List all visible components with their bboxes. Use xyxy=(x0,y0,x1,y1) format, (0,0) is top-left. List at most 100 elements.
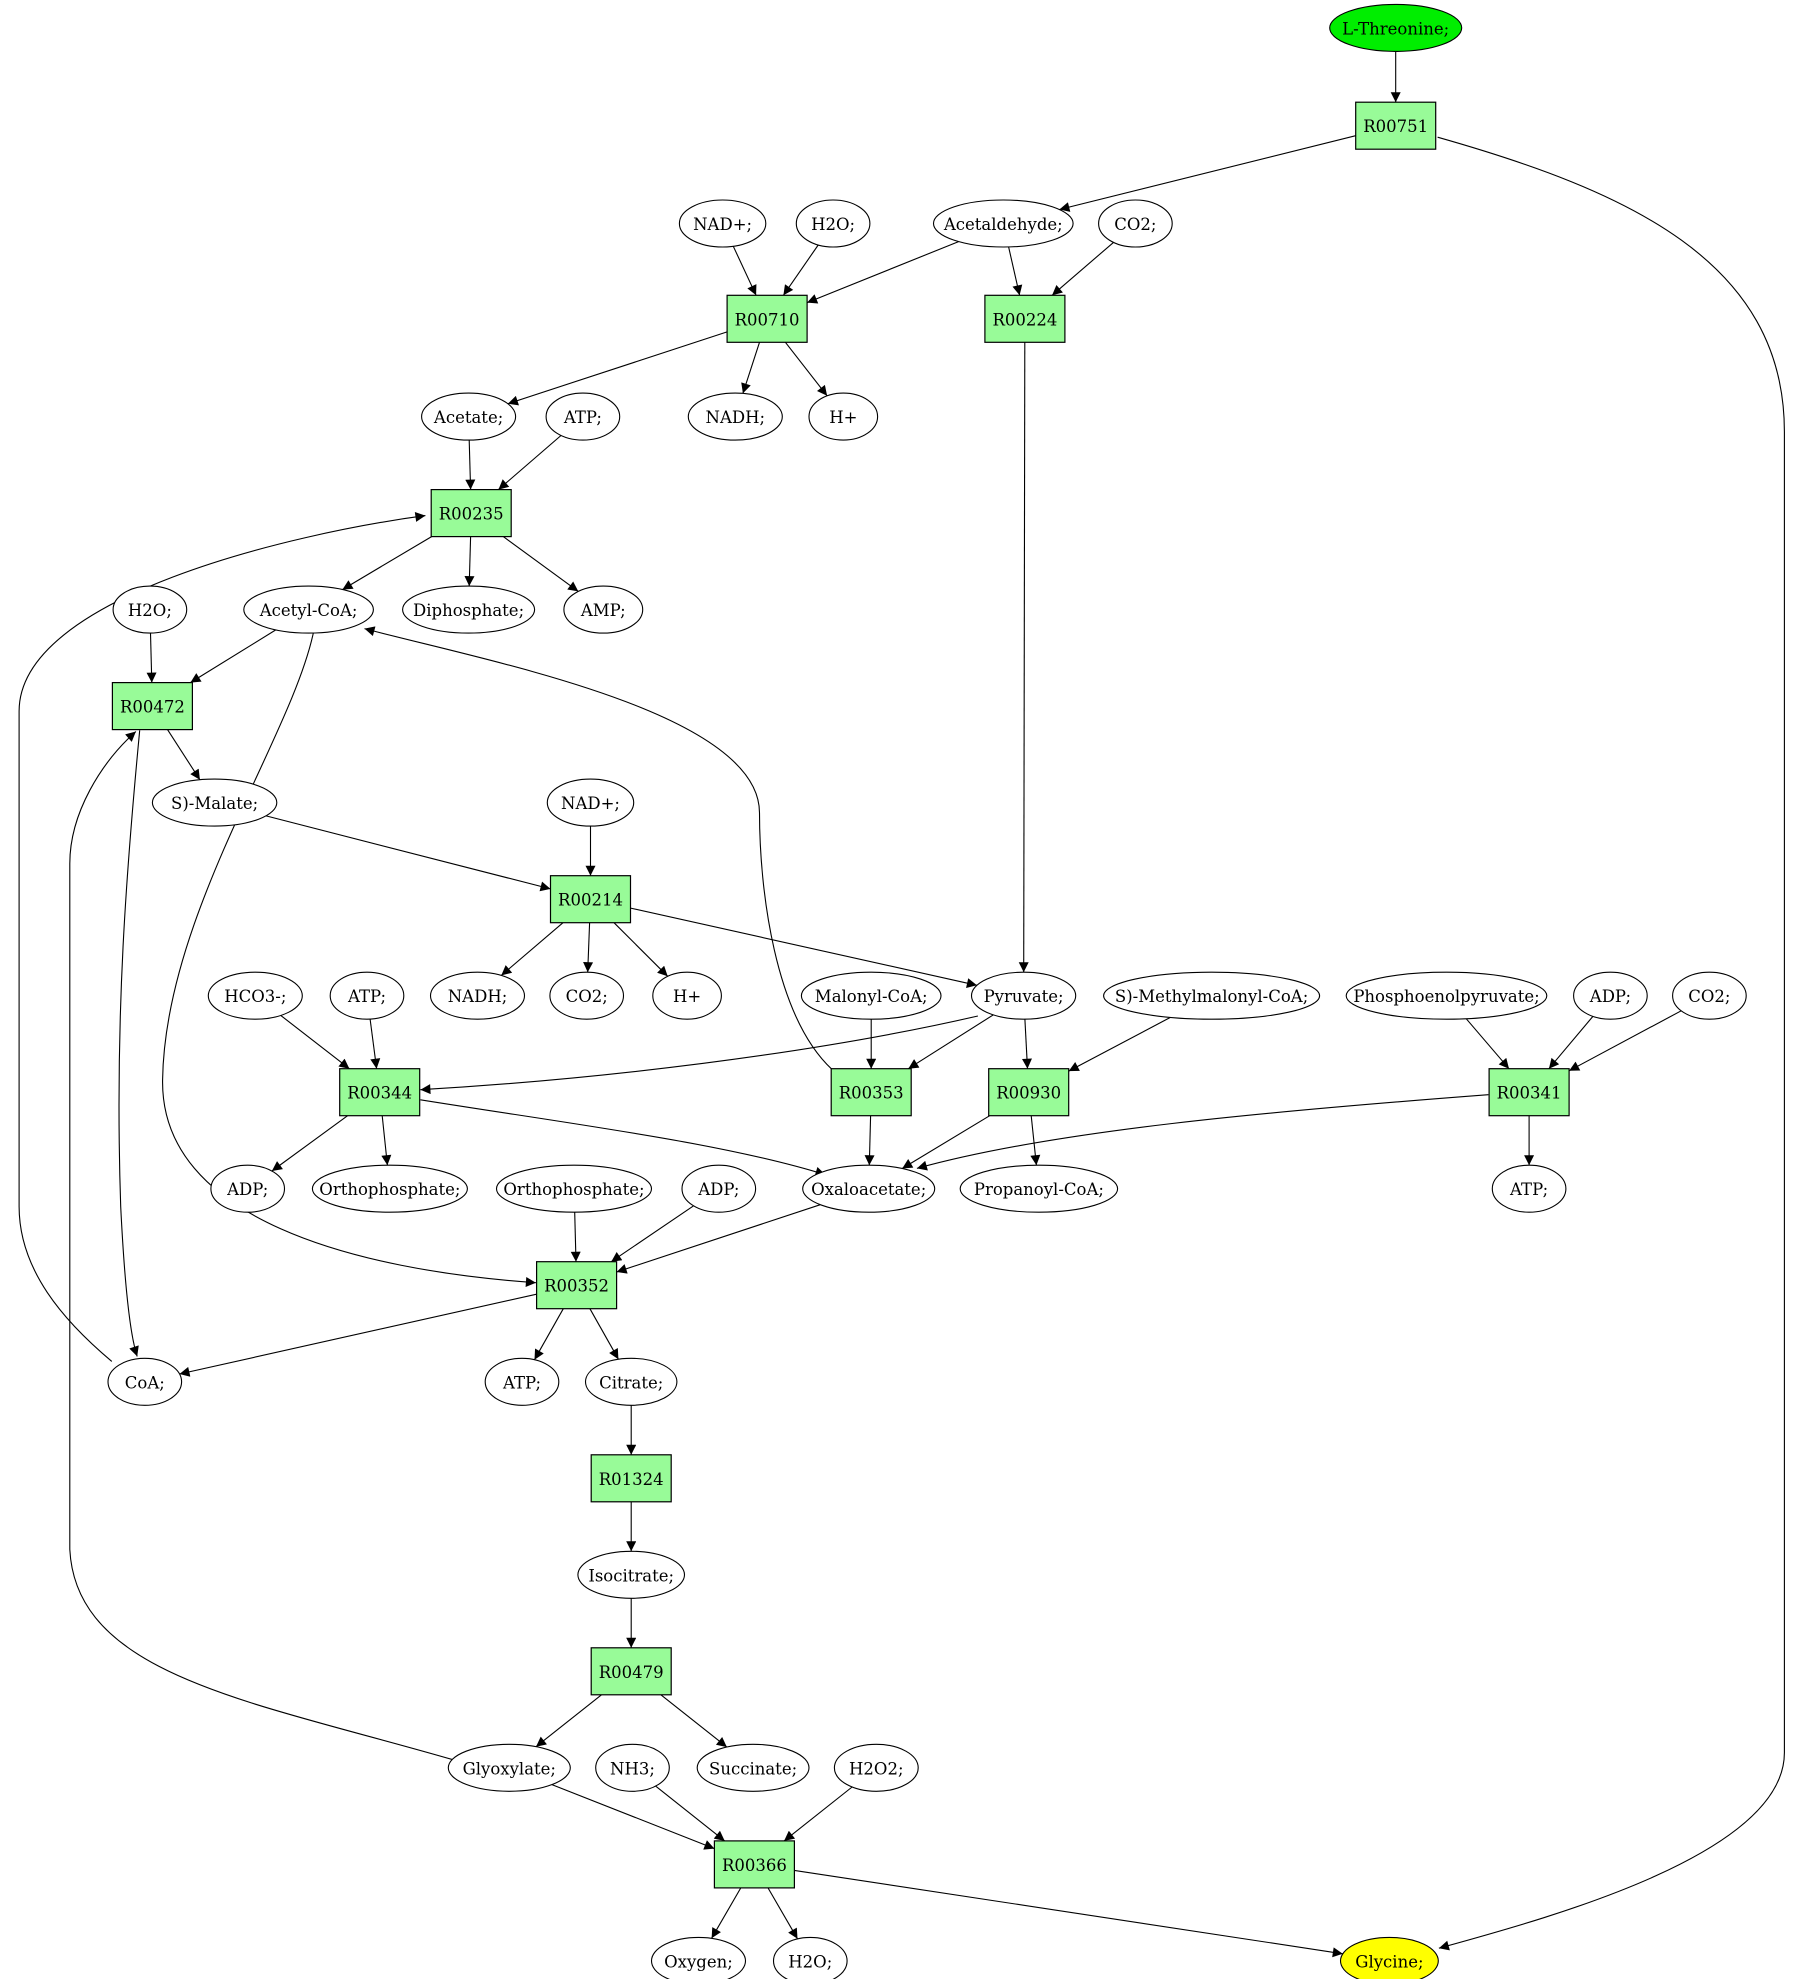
metabolite-ellipse xyxy=(207,971,303,1020)
metabolite-ellipse xyxy=(243,585,374,634)
reaction-box xyxy=(713,1840,796,1889)
edge-r710-to-nadh1 xyxy=(741,342,761,394)
edge-r344-to-ortho1 xyxy=(381,1115,392,1166)
edge-nh3-to-r366 xyxy=(655,1785,726,1842)
metabolite-node-acoa: Acetyl-CoA; xyxy=(243,585,374,634)
node-label: R00235 xyxy=(439,505,504,524)
edge-glyox-to-r472 xyxy=(69,731,455,1761)
node-label: R00366 xyxy=(722,1856,787,1875)
metabolite-ellipse xyxy=(1329,3,1463,52)
metabolite-node-ortho2: Orthophosphate; xyxy=(495,1164,653,1213)
edge-smmcoa-to-r930 xyxy=(1068,1016,1171,1072)
edge-r930-to-oxal xyxy=(901,1115,990,1169)
metabolite-node-glycine: Glycine; xyxy=(1339,1936,1439,1979)
edge-r235-to-diphos xyxy=(464,536,475,587)
node-label: H+ xyxy=(829,408,857,427)
metabolite-ellipse xyxy=(447,1743,571,1792)
node-label: ATP; xyxy=(1509,1180,1548,1199)
node-label: ADP; xyxy=(697,1180,739,1199)
reaction-node-r710: R00710 xyxy=(726,294,808,343)
metabolite-node-h2o1: H2O; xyxy=(795,199,871,248)
node-label: Malonyl-CoA; xyxy=(815,987,928,1006)
metabolite-ellipse xyxy=(210,1164,286,1213)
metabolite-node-oxygen: Oxygen; xyxy=(650,1936,747,1979)
node-label: H2O2; xyxy=(849,1759,903,1778)
metabolite-ellipse xyxy=(107,1357,183,1406)
edge-r352-to-citrate xyxy=(589,1308,619,1360)
reaction-node-r1324: R01324 xyxy=(590,1454,672,1503)
metabolite-node-hplus2: H+ xyxy=(652,971,722,1020)
node-label: NH3; xyxy=(610,1759,655,1778)
reaction-node-r235: R00235 xyxy=(430,489,512,538)
node-label: Citrate; xyxy=(599,1373,663,1392)
reaction-box xyxy=(535,1261,618,1310)
metabolite-node-pep: Phosphoenolpyruvate; xyxy=(1345,971,1548,1020)
metabolite-node-atp1: ATP; xyxy=(545,392,621,441)
metabolite-ellipse xyxy=(402,585,536,634)
metabolite-node-atp4: ATP; xyxy=(484,1357,560,1406)
metabolite-ellipse xyxy=(563,585,644,634)
metabolite-ellipse xyxy=(652,971,722,1020)
metabolite-node-h2o3: H2O; xyxy=(772,1936,848,1979)
edge-h2o1-to-r710 xyxy=(782,244,819,296)
node-label: ADP; xyxy=(1589,987,1631,1006)
metabolite-ellipse xyxy=(151,778,278,827)
edge-r214-to-nadh2 xyxy=(500,922,564,976)
metabolite-node-diphos: Diphosphate; xyxy=(402,585,536,634)
metabolite-node-acetate: Acetate; xyxy=(421,392,517,441)
metabolite-node-citrate: Citrate; xyxy=(584,1357,678,1406)
edge-co2a-to-r224 xyxy=(1051,241,1114,296)
node-label: R00224 xyxy=(992,310,1057,329)
edge-acoa-to-r352 xyxy=(162,631,536,1287)
metabolite-node-hco3: HCO3-; xyxy=(207,971,303,1020)
reaction-node-r344: R00344 xyxy=(339,1068,421,1117)
node-label: Pyruvate; xyxy=(984,987,1064,1006)
metabolite-node-coa: CoA; xyxy=(107,1357,183,1406)
edge-r751-to-glycine xyxy=(1437,136,1785,1951)
node-label: NAD+; xyxy=(693,215,752,234)
reaction-box xyxy=(1488,1068,1570,1117)
metabolite-node-nadh1: NADH; xyxy=(687,392,783,441)
metabolite-node-oxal: Oxaloacetate; xyxy=(802,1164,936,1213)
metabolite-ellipse xyxy=(429,971,526,1020)
reaction-box xyxy=(590,1454,672,1503)
node-label: R00930 xyxy=(996,1084,1061,1103)
edge-oxal-to-r352 xyxy=(616,1204,821,1274)
node-label: ATP; xyxy=(347,987,386,1006)
metabolite-node-adp2: ADP; xyxy=(210,1164,286,1213)
metabolite-ellipse xyxy=(1339,1936,1439,1979)
metabolite-ellipse xyxy=(1491,1164,1567,1213)
metabolite-node-co2b: CO2; xyxy=(549,971,625,1020)
metabolite-node-ortho1: Orthophosphate; xyxy=(311,1164,468,1213)
edge-r214-to-hplus2 xyxy=(613,922,669,977)
metabolite-node-propcoa: Propanoyl-CoA; xyxy=(959,1164,1119,1213)
edge-r214-to-pyr xyxy=(630,907,978,989)
node-label: S)-Methylmalonyl-CoA; xyxy=(1115,987,1308,1006)
edge-r235-to-amp xyxy=(502,536,579,592)
reaction-node-r479: R00479 xyxy=(590,1647,672,1696)
node-label: Acetate; xyxy=(433,408,503,427)
metabolite-node-atp3: ATP; xyxy=(1491,1164,1567,1213)
edge-coa-to-r235 xyxy=(18,511,426,1362)
metabolite-node-nad2: NAD+; xyxy=(546,778,635,827)
node-label: Isocitrate; xyxy=(588,1566,674,1585)
metabolite-ellipse xyxy=(577,1550,686,1599)
metabolite-ellipse xyxy=(1573,971,1648,1020)
node-label: Succinate; xyxy=(709,1759,797,1778)
metabolite-ellipse xyxy=(795,199,871,248)
edge-adp1-to-r341 xyxy=(1548,1016,1594,1070)
metabolite-node-h2o2b: H2O2; xyxy=(833,1743,919,1792)
node-label: CO2; xyxy=(1688,987,1730,1006)
reaction-node-r751: R00751 xyxy=(1355,101,1437,150)
metabolite-ellipse xyxy=(421,392,517,441)
metabolite-ellipse xyxy=(800,971,942,1020)
metabolite-ellipse xyxy=(802,1164,936,1213)
reaction-node-r472: R00472 xyxy=(111,681,194,731)
metabolite-ellipse xyxy=(1103,971,1321,1020)
edge-r930-to-propcoa xyxy=(1030,1115,1041,1166)
reaction-box xyxy=(430,489,512,538)
edge-r366-to-h2o3 xyxy=(767,1887,798,1940)
reaction-box xyxy=(549,875,632,924)
node-label: R00341 xyxy=(1497,1084,1562,1103)
metabolite-node-smal: S)-Malate; xyxy=(151,778,278,827)
